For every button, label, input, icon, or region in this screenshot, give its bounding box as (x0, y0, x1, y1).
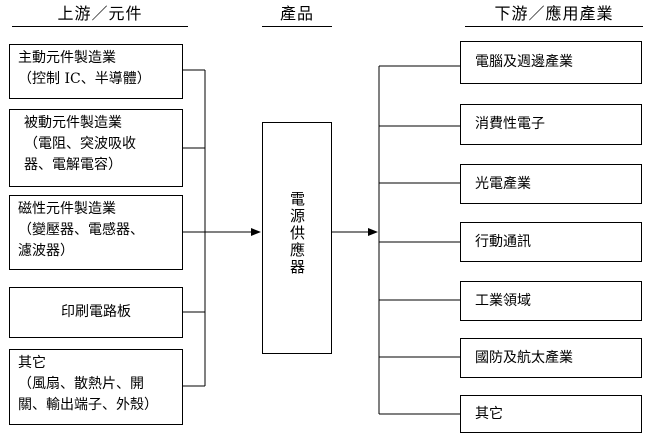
downstream-label: 其它 (475, 405, 503, 422)
arrow-from-product-head (368, 228, 378, 236)
upstream-box-line3: 器、電解電容） (24, 157, 122, 173)
upstream-box-line2: （電阻、突波吸收 (24, 136, 136, 152)
upstream-box-line1: 被動元件製造業 (24, 115, 122, 131)
downstream-label: 消費性電子 (475, 116, 545, 132)
downstream-box-optoelectronics: 光電產業 (460, 164, 642, 204)
upstream-box-line3: 關、輸出端子、外殼） (18, 397, 158, 413)
downstream-box-computer: 電腦及週邊產業 (460, 41, 642, 84)
downstream-label: 光電產業 (475, 175, 531, 192)
upstream-box-line2: （風扇、散熱片、開 (18, 376, 144, 392)
upstream-box-line1: 主動元件製造業 (18, 50, 116, 66)
upstream-box-pcb: 印刷電路板 (9, 287, 183, 338)
downstream-label: 行動通訊 (475, 233, 531, 250)
downstream-label: 國防及航太產業 (475, 349, 573, 366)
downstream-box-mobile-communications: 行動通訊 (460, 222, 642, 262)
upstream-box-line1: 印刷電路板 (61, 304, 131, 320)
upstream-box-line1: 磁性元件製造業 (18, 201, 116, 217)
upstream-box-magnetic-components: 磁性元件製造業 （變壓器、電感器、 濾波器） (9, 195, 183, 270)
downstream-box-consumer-electronics: 消費性電子 (460, 104, 642, 145)
downstream-label: 電腦及週邊產業 (475, 54, 573, 70)
upstream-header: 上游／元件 (12, 4, 188, 27)
upstream-box-line2: （變壓器、電感器、 (18, 222, 144, 238)
product-label: 電源供應器 (288, 191, 306, 276)
upstream-box-line1: 其它 (18, 355, 46, 371)
downstream-header: 下游／應用產業 (465, 4, 643, 27)
product-box-power-supply: 電源供應器 (262, 122, 332, 354)
downstream-label: 工業領域 (475, 292, 531, 309)
upstream-box-line2: （控制 IC、半導體） (18, 71, 151, 87)
product-header: 產品 (262, 4, 332, 27)
upstream-box-others: 其它 （風扇、散熱片、開 關、輸出端子、外殼） (9, 349, 183, 425)
downstream-box-others: 其它 (460, 395, 642, 433)
upstream-box-passive-components: 被動元件製造業 （電阻、突波吸收 器、電解電容） (9, 109, 183, 187)
arrow-to-product-head (251, 228, 261, 236)
downstream-box-industrial: 工業領域 (460, 281, 642, 321)
upstream-box-line3: 濾波器） (18, 243, 74, 259)
downstream-box-defense-aerospace: 國防及航太產業 (460, 338, 642, 378)
upstream-box-active-components: 主動元件製造業 （控制 IC、半導體） (9, 44, 183, 99)
